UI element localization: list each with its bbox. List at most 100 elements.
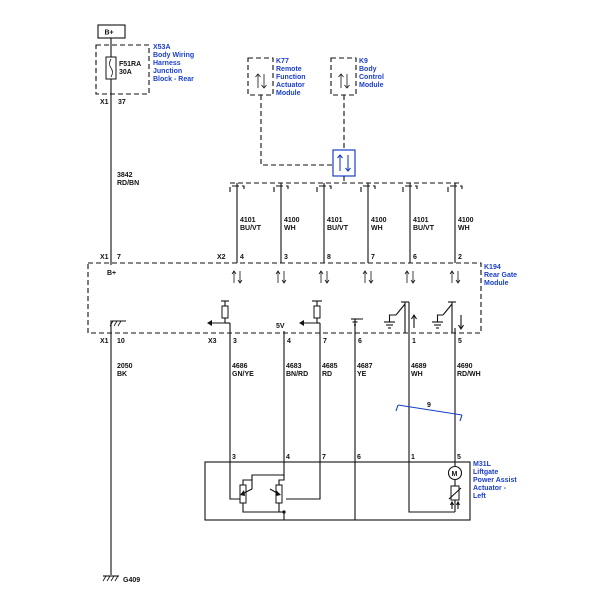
actuator-pin: 5 — [457, 454, 461, 461]
actuator-pin: 3 — [232, 454, 236, 461]
bus-wire-color: BU/VT — [327, 225, 349, 232]
motor-label: M — [452, 471, 458, 478]
module-k77-ref: K77 — [276, 58, 289, 65]
bus-wire-circuit: 4101 — [413, 217, 429, 224]
module-k77: K77 Remote Function Actuator Module — [247, 57, 306, 97]
k77-data-link — [260, 95, 333, 166]
bus-wire-circuit: 4101 — [240, 217, 256, 224]
module-k9: K9 Body Control Module — [330, 57, 384, 96]
bus-wire-circuit: 4100 — [371, 217, 387, 224]
actuator-pin: 1 — [411, 454, 415, 461]
actuator-box — [204, 461, 471, 521]
bus-wire-circuit: 4100 — [284, 217, 300, 224]
io-wire-circuit: 4683 — [286, 363, 302, 370]
feed-wire-color: RD/BN — [117, 180, 139, 187]
module-k77-name-3: Actuator — [276, 82, 305, 89]
power-label: B+ — [105, 30, 114, 37]
io-connector: X3 — [208, 338, 217, 345]
actuator-name-2: Power Assist — [473, 477, 517, 484]
fuse-block: F51RA 30A X53A Body Wiring Harness Junct… — [95, 44, 194, 106]
io-pin: 6 — [358, 338, 362, 345]
actuator-pin: 7 — [322, 454, 326, 461]
bus-wire-color: WH — [284, 225, 296, 232]
io-wire-circuit: 4687 — [357, 363, 373, 370]
io-pin: 1 — [412, 338, 416, 345]
bus-pin: 4 — [240, 254, 244, 261]
io-pin: 5 — [458, 338, 462, 345]
power-source: B+ — [97, 24, 126, 45]
bus-wire-circuit: 4101 — [327, 217, 343, 224]
io-wire-color: RD/WH — [457, 371, 481, 378]
module-k77-name-1: Remote — [276, 66, 302, 73]
power-pin-label: B+ — [107, 270, 116, 277]
reference-voltage: 5V — [276, 323, 285, 330]
twisted-pair-marker — [397, 404, 463, 416]
bus-pin: 7 — [371, 254, 375, 261]
bus-wire-color: BU/VT — [413, 225, 435, 232]
actuator-name-1: Liftgate — [473, 469, 498, 476]
bus-pin: 2 — [458, 254, 462, 261]
bus-wire-circuit: 4100 — [458, 217, 474, 224]
bus-pin: 3 — [284, 254, 288, 261]
bus-wire-color: BU/VT — [240, 225, 262, 232]
actuator-pin: 6 — [357, 454, 361, 461]
fuse-block-connector: X1 — [100, 99, 109, 106]
module-k77-name-2: Function — [276, 74, 306, 81]
io-wire-color: WH — [411, 371, 423, 378]
io-wire-color: BN/RD — [286, 371, 308, 378]
module-k9-name-1: Body — [359, 66, 377, 73]
fuse-block-name-3: Junction — [153, 68, 182, 75]
ground-ref: G409 — [123, 577, 140, 584]
ground-wire-color: BK — [117, 371, 127, 378]
twisted-pair-label: 9 — [427, 402, 431, 409]
actuator-ref: M31L — [473, 461, 492, 468]
module-k9-name-2: Control — [359, 74, 384, 81]
io-wires: 34686GN/YE44683BN/RD74685RD64687YE14689W… — [229, 333, 481, 462]
rear-gate-module-name-1: Rear Gate — [484, 272, 517, 279]
serial-data-splice — [332, 149, 356, 177]
power-connector: X1 — [100, 254, 109, 261]
power-pin: 7 — [117, 254, 121, 261]
bus-wire-color: WH — [371, 225, 383, 232]
fuse-block-name-2: Harness — [153, 60, 181, 67]
rear-gate-module-ref: K194 — [484, 264, 501, 271]
actuator-internals: M — [229, 462, 463, 520]
io-pin: 3 — [233, 338, 237, 345]
module-k9-name-3: Module — [359, 82, 384, 89]
io-wire-color: RD — [322, 371, 332, 378]
feed-wire-circuit: 3842 — [117, 172, 133, 179]
ground-pin: 10 — [117, 338, 125, 345]
fuse-block-ref: X53A — [153, 44, 171, 51]
module-internal-components — [207, 300, 464, 333]
module-k9-ref: K9 — [359, 58, 368, 65]
bus-connector: X2 — [217, 254, 226, 261]
actuator-name-3: Actuator - — [473, 485, 507, 492]
fuse-block-name-4: Block - Rear — [153, 76, 194, 83]
rear-gate-module-name-2: Module — [484, 280, 509, 287]
io-wire-circuit: 4685 — [322, 363, 338, 370]
io-wire-color: YE — [357, 371, 367, 378]
actuator-pin: 4 — [286, 454, 290, 461]
io-pin: 7 — [323, 338, 327, 345]
actuator-pins: 3 4 7 6 1 5 — [232, 454, 461, 461]
fuse-rating: 30A — [119, 69, 132, 76]
ground-wire-circuit: 2050 — [117, 363, 133, 370]
bus-pin: 6 — [413, 254, 417, 261]
io-wire-circuit: 4689 — [411, 363, 427, 370]
fuse-ref: F51RA — [119, 61, 141, 68]
io-wire-circuit: 4686 — [232, 363, 248, 370]
bus-wire-color: WH — [458, 225, 470, 232]
io-wire-circuit: 4690 — [457, 363, 473, 370]
